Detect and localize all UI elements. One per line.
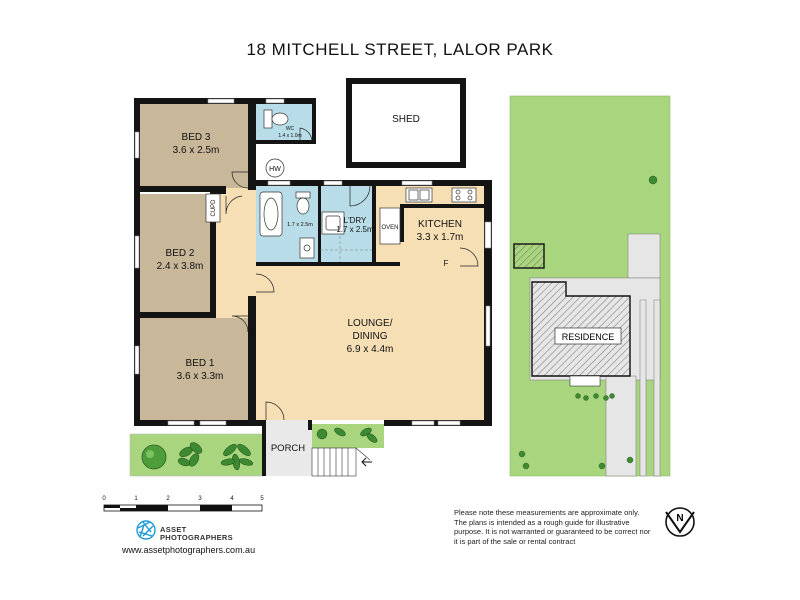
room-labels: BED 3 3.6 x 2.5m BED 2 2.4 x 3.8m BED 1 … <box>157 114 464 454</box>
porch-plant-icon <box>316 427 378 443</box>
cooktop <box>451 187 477 203</box>
windows <box>134 98 492 426</box>
oven-box <box>379 207 401 245</box>
site-shed <box>513 243 545 269</box>
bed3-size: 3.6 x 2.5m <box>173 145 220 156</box>
fixtures <box>205 109 477 259</box>
residence-label: RESIDENCE <box>562 332 615 342</box>
leafy-plant-icon <box>177 442 203 467</box>
brand-name: ASSET PHOTOGRAPHERS <box>160 525 233 542</box>
lounge-floor <box>256 266 484 420</box>
scale-tick-4: 4 <box>230 496 234 502</box>
porch-label: PORCH <box>271 443 305 454</box>
kitchen-label: KITCHEN <box>418 219 462 230</box>
palm-plant-icon <box>220 443 254 471</box>
bed3-label: BED 3 <box>182 132 211 143</box>
lounge-label-line1: LOUNGE/ <box>347 318 392 329</box>
bed2-floor <box>140 194 216 312</box>
garden-plants <box>141 427 378 471</box>
hot-water-unit <box>265 158 285 178</box>
scale-tick-3: 3 <box>198 496 202 502</box>
brand-line2: PHOTOGRAPHERS <box>160 533 233 542</box>
porch-floor <box>264 420 312 476</box>
bed1-size: 3.6 x 3.3m <box>177 371 224 382</box>
bed2-label: BED 2 <box>166 248 195 259</box>
camera-aperture-icon <box>136 520 156 540</box>
scale-tick-0: 0 <box>102 496 106 502</box>
toilet-cistern <box>263 109 273 129</box>
bath-toilet <box>296 197 310 215</box>
scale-tick-5: 5 <box>260 496 264 502</box>
toilet-bowl <box>271 112 289 126</box>
bath-size: 1.7 x 2.5m <box>287 222 313 228</box>
site-plan: RESIDENCE <box>509 95 671 477</box>
driveway <box>627 233 661 279</box>
brand-line1: ASSET <box>160 525 187 534</box>
porch-steps <box>311 447 371 477</box>
shrub-icon <box>141 444 167 470</box>
bed2-size: 2.4 x 3.8m <box>157 261 204 272</box>
wc-size: 1.4 x 1.0m <box>278 133 301 139</box>
bed3-floor <box>140 104 248 188</box>
lounge-label-line2: DINING <box>353 331 388 342</box>
hw-label: HW <box>269 166 281 173</box>
bed1-floor <box>140 318 248 420</box>
shed-structure <box>346 78 466 168</box>
wc-label: WC <box>286 126 295 132</box>
kitchen-size: 3.3 x 1.7m <box>417 232 464 243</box>
entry-arrow-icon <box>361 457 372 467</box>
cupboard-label: CUPD <box>211 199 217 217</box>
door-swings <box>225 127 479 421</box>
oven-label: OVEN <box>381 225 398 231</box>
fridge-label: F <box>444 259 449 268</box>
scale-tick-1: 1 <box>134 496 138 502</box>
north-compass-icon: N <box>665 507 695 537</box>
laundry-size: 1.7 x 2.5m <box>336 225 374 234</box>
laundry-label: L'DRY <box>344 216 367 225</box>
shed-label: SHED <box>392 114 420 125</box>
bed1-label: BED 1 <box>186 358 215 369</box>
page-title: 18 MITCHELL STREET, LALOR PARK <box>246 40 554 59</box>
website-link[interactable]: www.assetphotographers.com.au <box>122 545 256 555</box>
lounge-size: 6.9 x 4.4m <box>347 344 394 355</box>
scale-bar: 0 1 2 3 4 5 <box>102 496 264 512</box>
cupboard <box>205 193 221 223</box>
compass-label: N <box>676 513 683 524</box>
scale-tick-2: 2 <box>166 496 170 502</box>
disclaimer-text: Please note these measurements are appro… <box>454 508 651 546</box>
